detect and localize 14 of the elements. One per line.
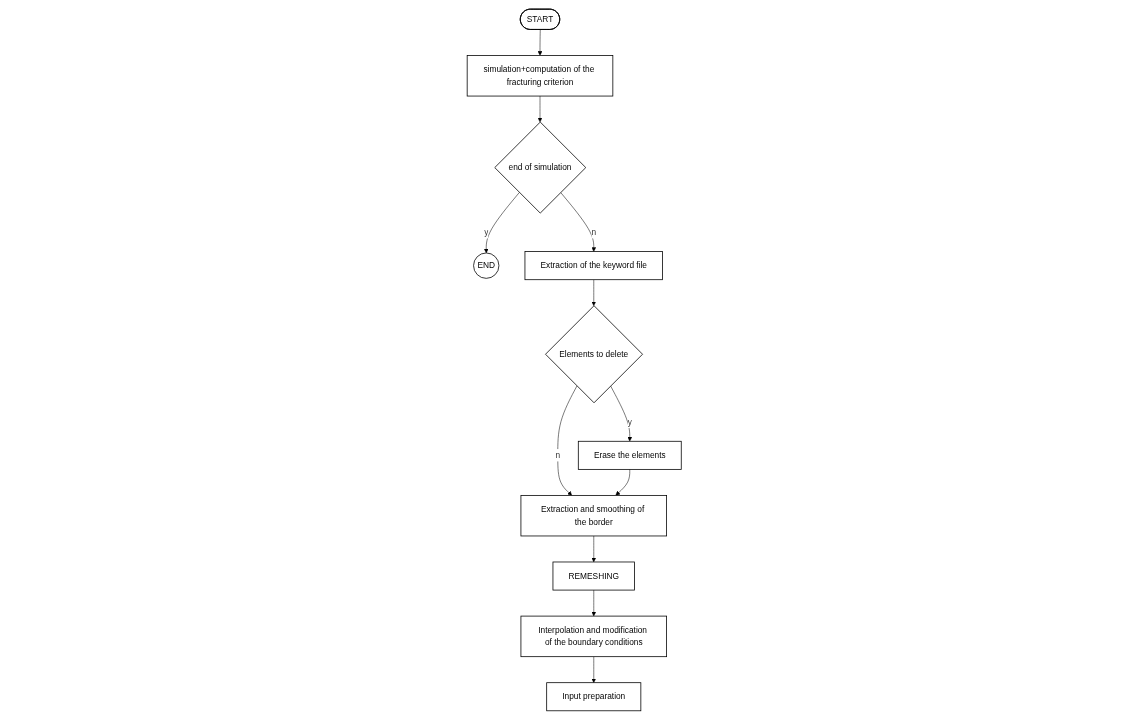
node-box: REMESHING xyxy=(552,561,635,590)
edge-label: y xyxy=(483,227,489,237)
node-box: Extraction and smoothing of the border xyxy=(520,494,667,536)
node-box: Input preparation xyxy=(546,681,642,711)
node-diamond: end of simulation xyxy=(494,121,586,213)
edge-label: n xyxy=(591,227,596,237)
node-box: simulation+computation of the fracturing criterion xyxy=(466,54,614,96)
node-box: Erase the elements xyxy=(577,440,682,470)
node-box: Interpolation and modification of the boundary conditions xyxy=(520,615,667,657)
edge-label: n xyxy=(555,450,560,459)
node-circle: END xyxy=(472,252,500,279)
node-diamond: Elements to delete xyxy=(544,304,643,403)
node-box: Extraction of the keyword file xyxy=(524,250,663,280)
edge-label: y xyxy=(627,416,632,426)
